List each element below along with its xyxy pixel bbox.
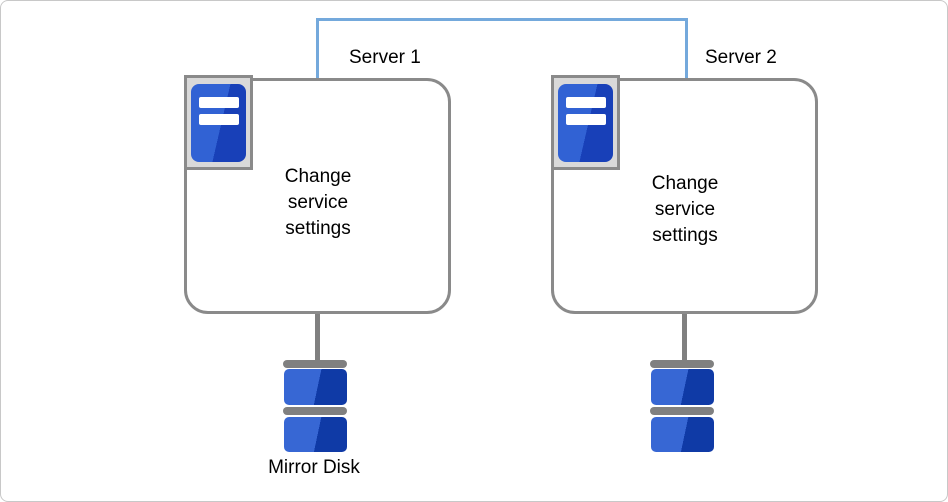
disk-platter-icon xyxy=(283,369,347,405)
disk-platter-icon xyxy=(283,417,347,452)
server2-disk-connector-line xyxy=(682,311,687,361)
disk-platter-bar-icon xyxy=(650,407,714,415)
server2-label: Server 2 xyxy=(705,47,777,68)
server1-service-settings-text: Change service settings xyxy=(284,166,352,239)
server2-service-settings-text: Change service settings xyxy=(651,173,719,246)
disk-platter-bar-icon xyxy=(283,360,347,368)
disk-platter-bar-icon xyxy=(650,360,714,368)
server-tower-icon xyxy=(558,83,613,162)
server-slot-icon xyxy=(566,113,606,125)
network-link-line xyxy=(316,18,688,79)
server1-disk-connector-line xyxy=(315,311,320,361)
disk-platter-icon xyxy=(650,417,714,452)
server1-icon-frame xyxy=(184,75,253,170)
server-slot-icon xyxy=(199,96,239,108)
mirror-disk1-icon xyxy=(283,360,347,452)
server-tower-icon xyxy=(191,83,246,162)
mirror-disk-label: Mirror Disk xyxy=(268,457,360,478)
server-slot-icon xyxy=(199,113,239,125)
disk-platter-bar-icon xyxy=(283,407,347,415)
mirror-disk2-icon xyxy=(650,360,714,452)
server2-icon-frame xyxy=(551,75,620,170)
server1-label: Server 1 xyxy=(349,47,421,68)
disk-platter-icon xyxy=(650,369,714,405)
server-slot-icon xyxy=(566,96,606,108)
